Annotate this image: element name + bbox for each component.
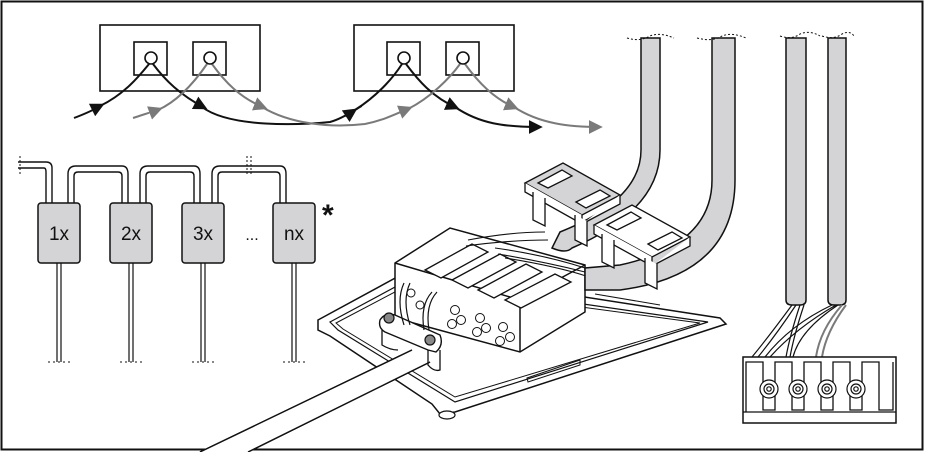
driver-label: 3x: [193, 224, 214, 245]
strain-relief-clip-1: [523, 162, 622, 248]
mounting-hole: [438, 410, 456, 420]
driver-3x: 3x: [181, 202, 225, 264]
socket-2a: [386, 41, 421, 76]
output-cable-middle: [584, 33, 747, 291]
mains-cable: [199, 349, 431, 452]
driver-1x: 1x: [37, 202, 81, 264]
output-cable-left: [550, 33, 675, 252]
strain-relief-clip-2: [592, 204, 692, 291]
note-asterisk: *: [322, 199, 334, 232]
driver-label: 1x: [49, 224, 70, 245]
driver-chain: 1x 2x 3x ... nx *: [18, 156, 334, 363]
socket-1b: [192, 41, 227, 76]
right-cable-b: [821, 31, 855, 306]
driver-nx: nx: [272, 202, 316, 264]
ellipsis: ...: [245, 227, 258, 244]
right-wires: [751, 304, 847, 358]
contact-1b: [203, 51, 217, 65]
black-wire: [73, 63, 543, 134]
cable-clamp: [378, 282, 443, 372]
screw-icon: [424, 334, 436, 346]
driver-2x: 2x: [109, 202, 153, 264]
contact-1a: [144, 51, 158, 65]
driver-label: 2x: [121, 224, 142, 245]
contact-2b: [456, 51, 470, 65]
output-terminal: [742, 356, 897, 424]
socket-1a: [133, 41, 168, 76]
driver-label: nx: [284, 224, 305, 245]
terminal-block: [394, 227, 586, 353]
internal-wires: [465, 231, 587, 277]
socket-2b: [445, 41, 480, 76]
contact-2a: [397, 51, 411, 65]
screw-icon: [383, 312, 395, 324]
loop-through-section: [73, 24, 603, 134]
gray-wire: [132, 63, 603, 134]
